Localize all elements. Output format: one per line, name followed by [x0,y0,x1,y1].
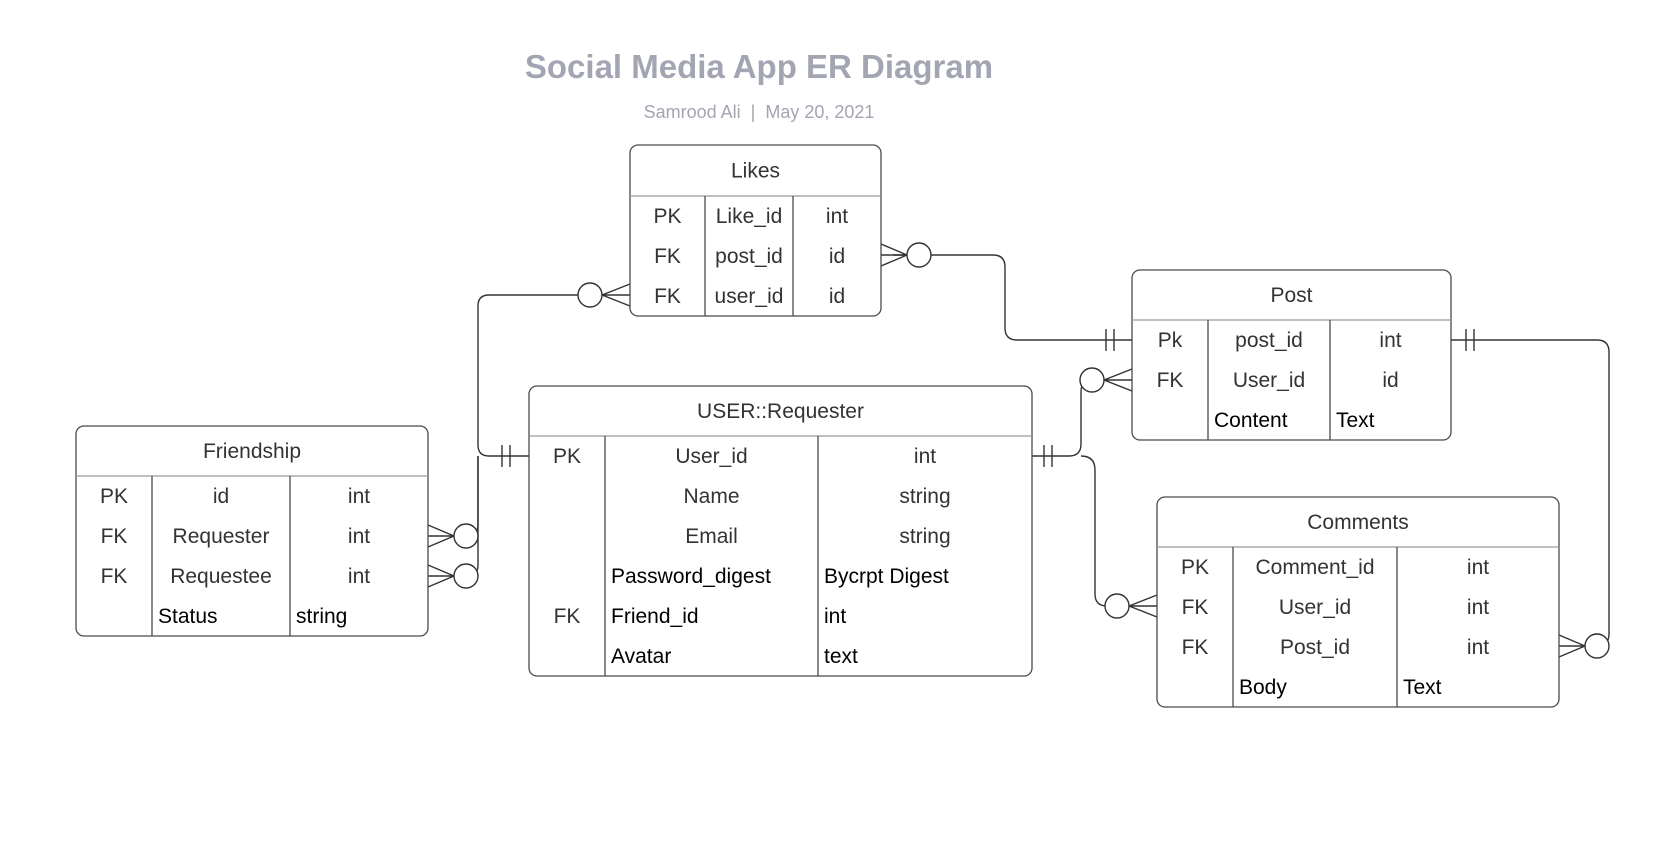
entity-title: USER::Requester [697,400,864,423]
key-cell: Pk [1158,329,1183,352]
field-cell: Post_id [1280,636,1350,659]
connector-user-friendship-requestee [467,456,479,577]
key-cell: PK [653,205,681,228]
zero-optional-marker [453,563,479,589]
type-cell: id [829,285,845,308]
zero-optional-marker [453,523,479,549]
field-cell: Status [158,605,218,628]
field-cell: Content [1214,409,1288,432]
type-cell: int [826,205,848,228]
type-cell: Text [1403,676,1442,699]
type-cell: int [1467,556,1489,579]
field-cell: user_id [715,285,784,308]
many-crowfoot-marker [1128,594,1158,618]
many-crowfoot-marker [601,283,631,307]
type-cell: id [829,245,845,268]
field-cell: id [213,485,229,508]
entity-title: Comments [1307,511,1409,534]
entity-box [1131,269,1452,441]
many-crowfoot-marker [1103,368,1133,392]
field-cell: Friend_id [611,605,699,628]
entity-box [1156,496,1560,708]
type-cell: Text [1336,409,1375,432]
type-cell: int [1467,596,1489,619]
key-cell: FK [101,525,128,548]
type-cell: int [914,445,936,468]
key-cell: FK [101,565,128,588]
type-cell: int [348,485,370,508]
type-cell: string [899,485,950,508]
type-cell: int [348,525,370,548]
field-cell: Name [683,485,739,508]
key-cell: PK [100,485,128,508]
entity-title: Friendship [203,440,301,463]
key-cell: FK [1182,636,1209,659]
key-cell: FK [554,605,581,628]
field-cell: Password_digest [611,565,771,588]
many-crowfoot-marker [427,564,455,588]
connector-user-likes [477,294,578,457]
entity-title: Likes [731,160,780,183]
field-cell: User_id [1279,596,1351,619]
entity-title: Post [1270,284,1312,307]
field-cell: Requestee [170,565,272,588]
field-cell: Like_id [716,205,783,228]
type-cell: string [899,525,950,548]
type-cell: int [824,605,846,628]
zero-optional-marker [906,242,932,268]
field-cell: User_id [1233,369,1305,392]
type-cell: int [1467,636,1489,659]
zero-optional-marker [1104,593,1130,619]
field-cell: post_id [715,245,783,268]
zero-optional-marker [577,282,603,308]
field-cell: Body [1239,676,1287,699]
field-cell: Requester [173,525,270,548]
type-cell: text [824,645,858,668]
key-cell: FK [654,245,681,268]
relationship-connectors [427,242,1610,659]
type-cell: int [348,565,370,588]
key-cell: FK [1157,369,1184,392]
key-cell: PK [553,445,581,468]
many-crowfoot-marker [427,524,455,548]
type-cell: int [1379,329,1401,352]
field-cell: Avatar [611,645,671,668]
field-cell: post_id [1235,329,1303,352]
connector-post-likes [893,254,1132,341]
many-crowfoot-marker [1558,634,1586,658]
zero-optional-marker [1584,633,1610,659]
entity-box [528,385,1033,677]
type-cell: Bycrpt Digest [824,565,949,588]
many-crowfoot-marker [880,243,908,267]
zero-optional-marker [1079,367,1105,393]
diagram-subtitle: Samrood Ali | May 20, 2021 [643,102,875,122]
field-cell: Email [685,525,738,548]
entity-box [75,425,429,637]
entity-box [629,144,882,317]
type-cell: string [296,605,347,628]
field-cell: User_id [675,445,747,468]
diagram-title: Social Media App ER Diagram [524,48,994,85]
key-cell: PK [1181,556,1209,579]
type-cell: id [1382,369,1398,392]
connector-user-comments [1080,455,1108,607]
field-cell: Comment_id [1255,556,1374,579]
key-cell: FK [1182,596,1209,619]
key-cell: FK [654,285,681,308]
